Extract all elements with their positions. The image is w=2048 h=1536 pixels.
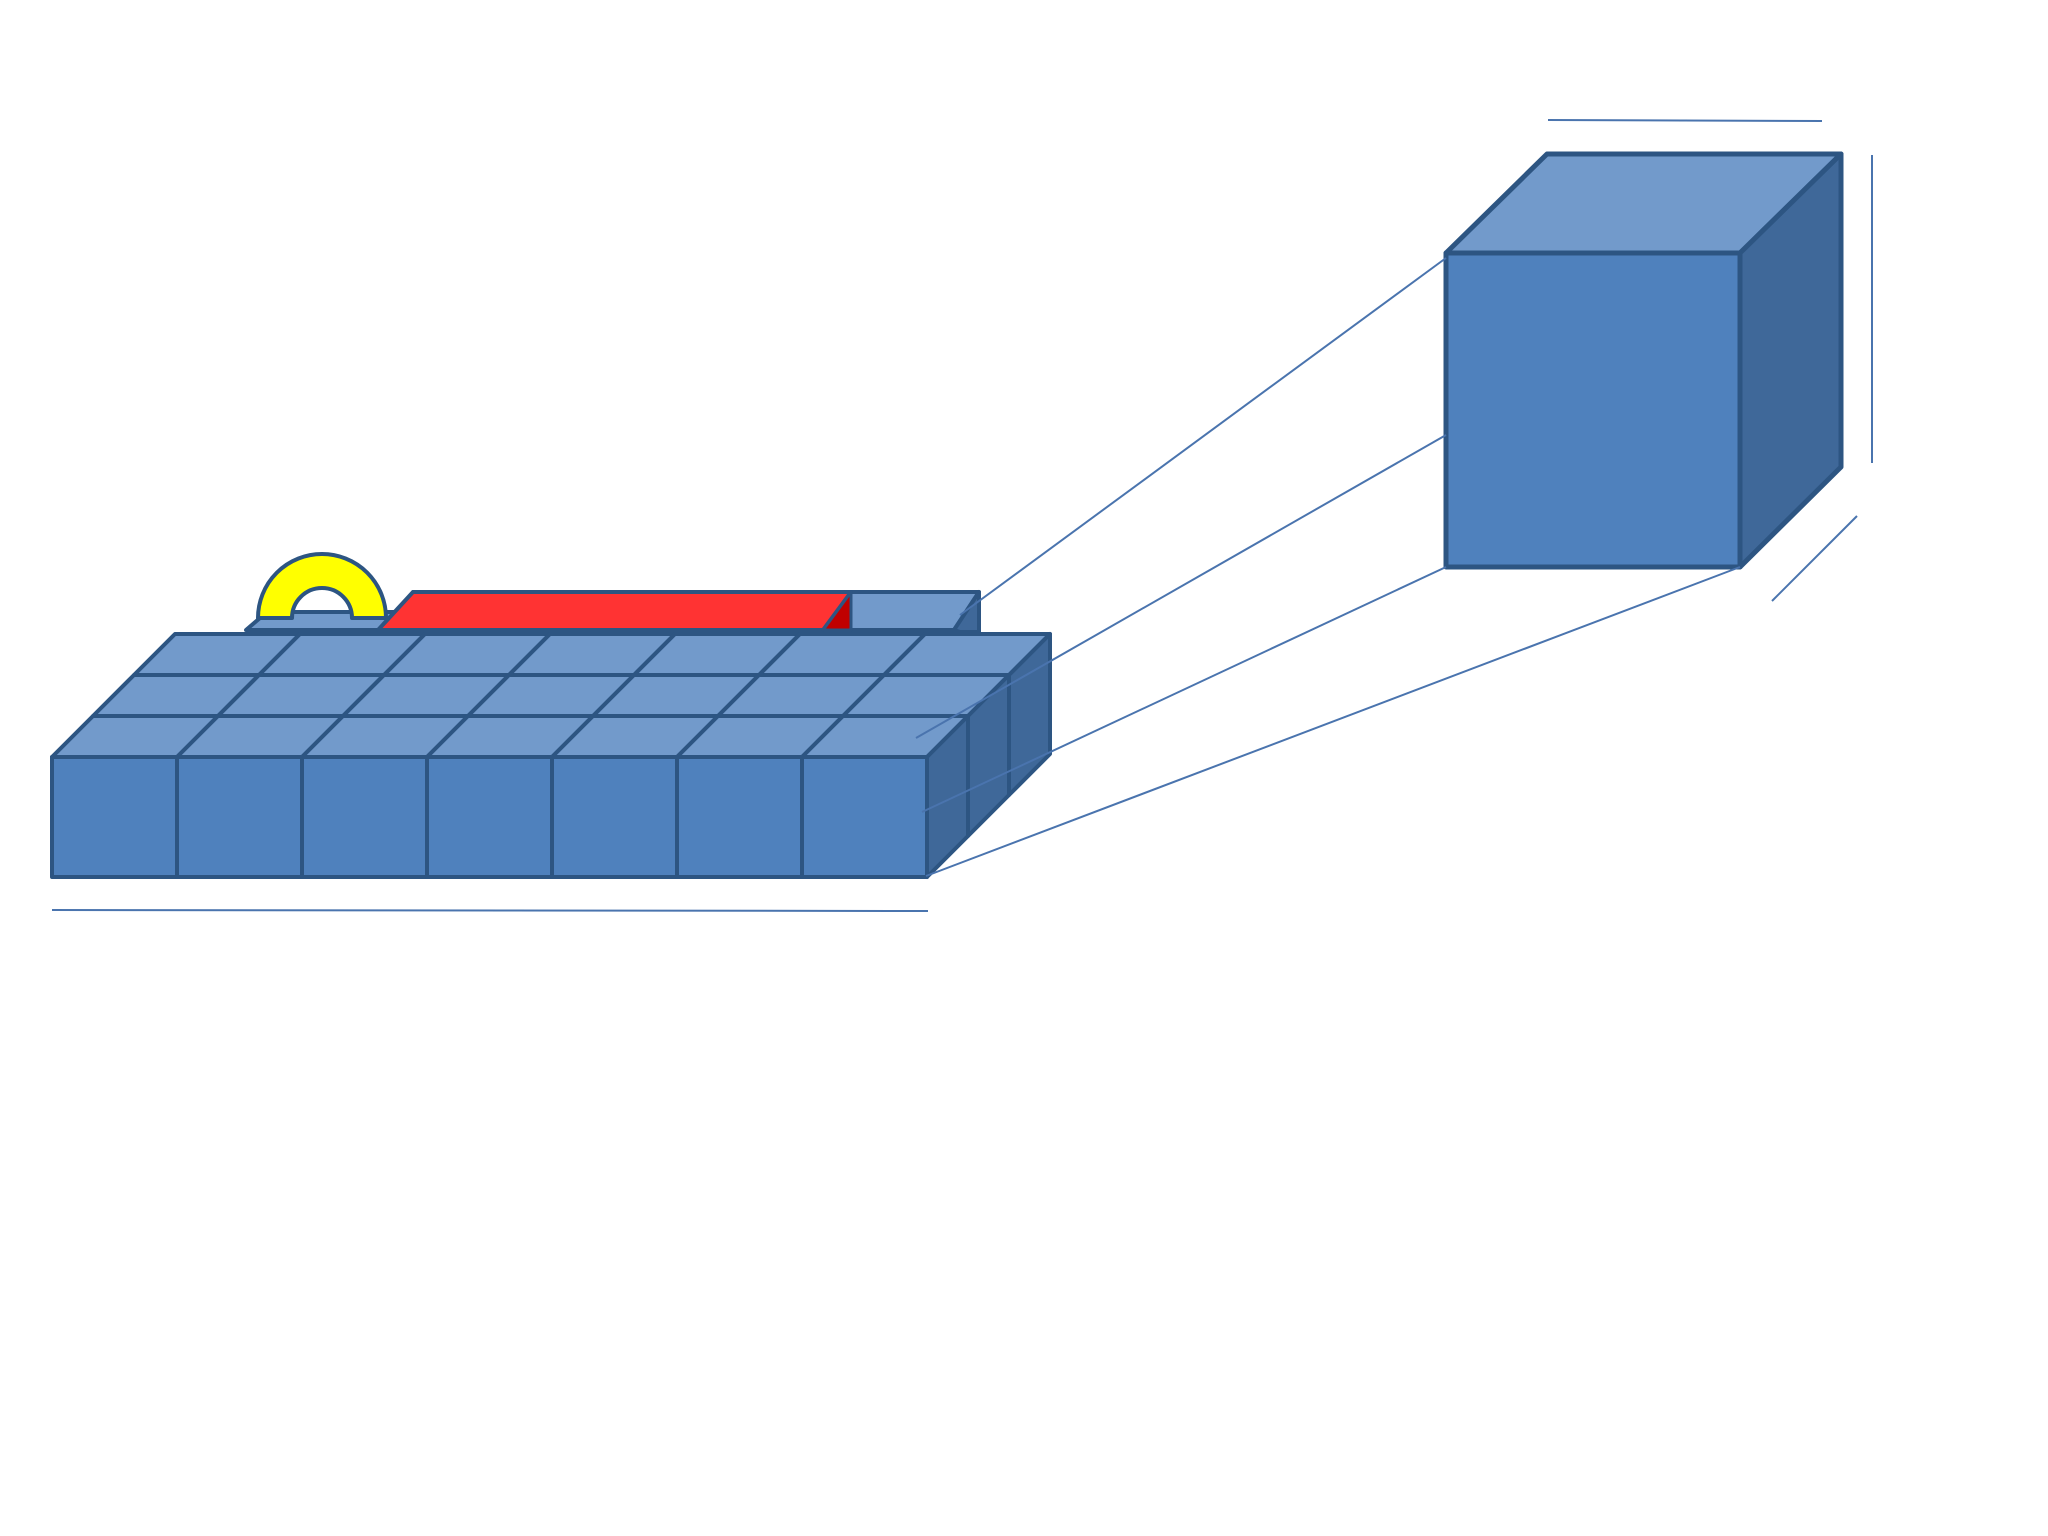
magnet-icon bbox=[256, 552, 388, 620]
front-face-cube bbox=[425, 755, 554, 879]
measurement-lines bbox=[51, 119, 1873, 912]
projection-lines bbox=[915, 257, 1741, 877]
cube-depth-line bbox=[1771, 515, 1858, 602]
big-cube-front-face bbox=[1443, 250, 1743, 570]
front-face-cube bbox=[300, 755, 429, 879]
front-face-cube bbox=[550, 755, 679, 879]
front-face-cube bbox=[175, 755, 304, 879]
front-face-cube bbox=[50, 755, 179, 879]
cube-slab bbox=[50, 632, 1052, 879]
front-face-cube bbox=[675, 755, 804, 879]
projection-line-mid bbox=[921, 566, 1447, 813]
enlarged-unit-cube bbox=[1443, 151, 1844, 570]
back-layer bbox=[244, 552, 981, 634]
front-face-cube bbox=[800, 755, 929, 879]
slab-length-line bbox=[51, 909, 929, 912]
red-strip-end bbox=[821, 590, 853, 632]
cube-width-line bbox=[1547, 119, 1823, 122]
projection-line-bottom bbox=[925, 566, 1741, 877]
projection-line-top-front bbox=[915, 434, 1447, 739]
projection-line-top-back bbox=[959, 257, 1447, 616]
red-strip-top bbox=[376, 590, 853, 632]
